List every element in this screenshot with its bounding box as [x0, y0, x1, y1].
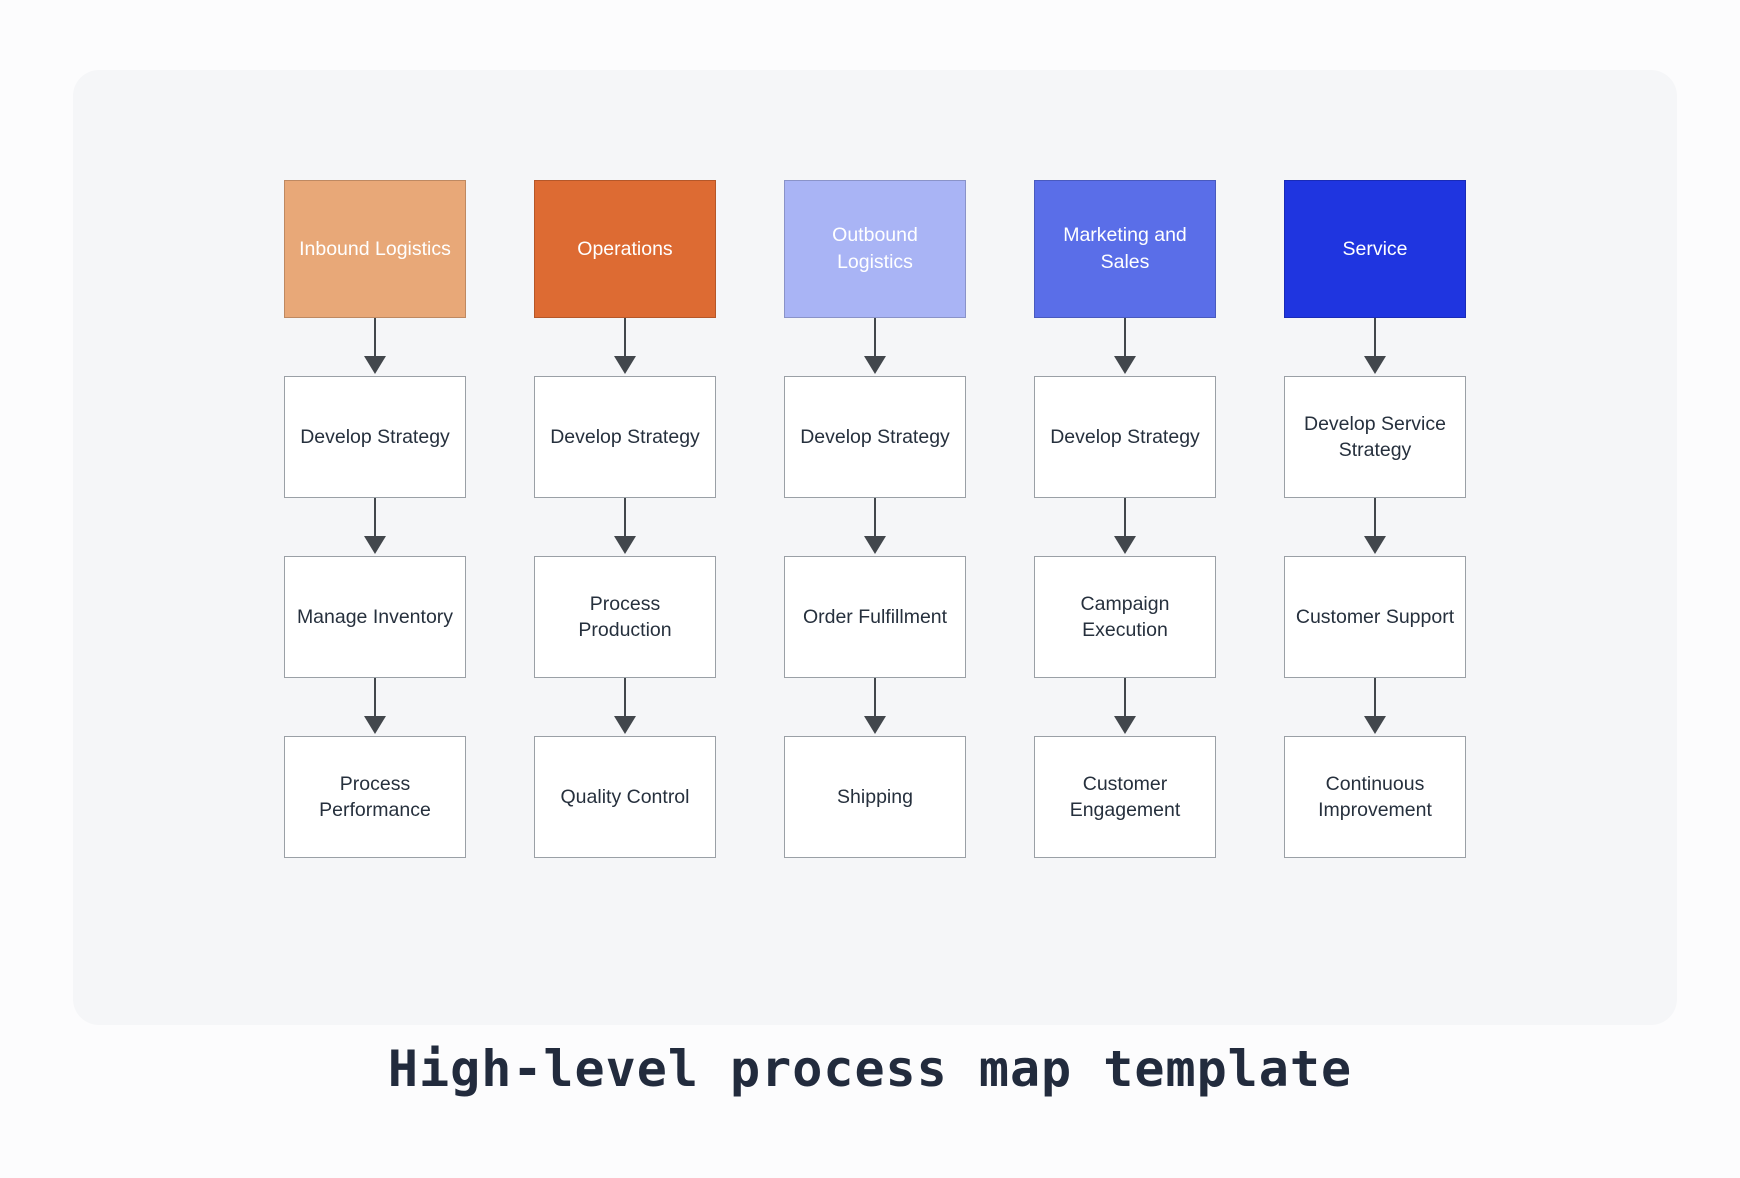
process-step-box[interactable]: Quality Control — [534, 736, 716, 858]
process-step-box[interactable]: Develop Strategy — [534, 376, 716, 498]
arrow-head — [864, 356, 886, 374]
column-header-label: Service — [1342, 237, 1408, 260]
column-header-label: Operations — [577, 237, 673, 260]
process-step-label: Develop Strategy — [800, 426, 950, 448]
arrow-head — [864, 536, 886, 554]
column-header-box[interactable]: Outbound Logistics — [784, 180, 966, 318]
process-step-label: Customer Support — [1295, 606, 1455, 628]
column-header-box[interactable]: Operations — [534, 180, 716, 318]
arrow-down-icon — [284, 678, 466, 736]
process-step-box[interactable]: Customer Engagement — [1034, 736, 1216, 858]
arrow-head — [614, 716, 636, 734]
arrow-head — [1364, 536, 1386, 554]
process-step-box[interactable]: Manage Inventory — [284, 556, 466, 678]
arrow-down-icon — [784, 318, 966, 376]
arrow-head — [1364, 716, 1386, 734]
process-step-box[interactable]: Customer Support — [1284, 556, 1466, 678]
arrow-down-icon — [1034, 318, 1216, 376]
arrow-down-icon — [784, 498, 966, 556]
arrow-line — [1374, 318, 1376, 360]
process-step-label: Develop Strategy — [300, 426, 450, 448]
arrow-line — [374, 498, 376, 540]
arrow-line — [624, 678, 626, 720]
arrow-head — [1114, 356, 1136, 374]
column-header-label: Inbound Logistics — [299, 237, 451, 260]
process-step-label: Order Fulfillment — [802, 606, 948, 628]
process-step-label: Manage Inventory — [296, 606, 454, 628]
arrow-down-icon — [534, 498, 716, 556]
arrow-head — [614, 536, 636, 554]
arrow-line — [874, 678, 876, 720]
arrow-head — [1114, 716, 1136, 734]
arrow-line — [1374, 678, 1376, 720]
arrow-head — [1364, 356, 1386, 374]
arrow-down-icon — [784, 678, 966, 736]
process-step-box[interactable]: Develop Service Strategy — [1284, 376, 1466, 498]
process-step-label: Customer Engagement — [1069, 773, 1181, 821]
arrow-down-icon — [284, 498, 466, 556]
process-step-label: Develop Strategy — [550, 426, 700, 448]
arrow-line — [1374, 498, 1376, 540]
arrow-down-icon — [1284, 678, 1466, 736]
diagram-caption: High-level process map template — [387, 1040, 1353, 1098]
process-step-box[interactable]: Continuous Improvement — [1284, 736, 1466, 858]
process-step-box[interactable]: Shipping — [784, 736, 966, 858]
arrow-down-icon — [534, 318, 716, 376]
arrow-head — [364, 536, 386, 554]
column-header-box[interactable]: Service — [1284, 180, 1466, 318]
arrow-down-icon — [1284, 318, 1466, 376]
arrow-down-icon — [1034, 498, 1216, 556]
arrow-down-icon — [534, 678, 716, 736]
arrow-line — [1124, 678, 1126, 720]
process-step-box[interactable]: Process Performance — [284, 736, 466, 858]
arrow-head — [1114, 536, 1136, 554]
process-step-box[interactable]: Develop Strategy — [284, 376, 466, 498]
arrow-head — [364, 716, 386, 734]
process-step-label: Shipping — [837, 786, 913, 808]
arrow-line — [874, 498, 876, 540]
process-step-box[interactable]: Order Fulfillment — [784, 556, 966, 678]
process-step-label: Campaign Execution — [1080, 593, 1170, 641]
process-step-box[interactable]: Campaign Execution — [1034, 556, 1216, 678]
process-step-box[interactable]: Develop Strategy — [784, 376, 966, 498]
arrow-down-icon — [284, 318, 466, 376]
arrow-down-icon — [1034, 678, 1216, 736]
process-step-label: Process Production — [578, 593, 672, 641]
arrow-line — [374, 678, 376, 720]
arrow-line — [1124, 318, 1126, 360]
arrow-head — [614, 356, 636, 374]
process-step-label: Quality Control — [560, 786, 690, 808]
process-step-box[interactable]: Develop Strategy — [1034, 376, 1216, 498]
arrow-line — [624, 498, 626, 540]
arrow-head — [364, 356, 386, 374]
arrow-line — [374, 318, 376, 360]
process-step-label: Develop Service Strategy — [1304, 413, 1446, 461]
process-step-label: Continuous Improvement — [1318, 773, 1432, 821]
process-step-box[interactable]: Process Production — [534, 556, 716, 678]
arrow-down-icon — [1284, 498, 1466, 556]
arrow-line — [624, 318, 626, 360]
column-header-label: Marketing and Sales — [1063, 224, 1187, 273]
column-header-box[interactable]: Marketing and Sales — [1034, 180, 1216, 318]
arrow-line — [874, 318, 876, 360]
process-step-label: Process Performance — [319, 773, 431, 821]
process-step-label: Develop Strategy — [1050, 426, 1200, 448]
column-header-box[interactable]: Inbound Logistics — [284, 180, 466, 318]
arrow-head — [864, 716, 886, 734]
arrow-line — [1124, 498, 1126, 540]
column-header-label: Outbound Logistics — [832, 224, 918, 273]
